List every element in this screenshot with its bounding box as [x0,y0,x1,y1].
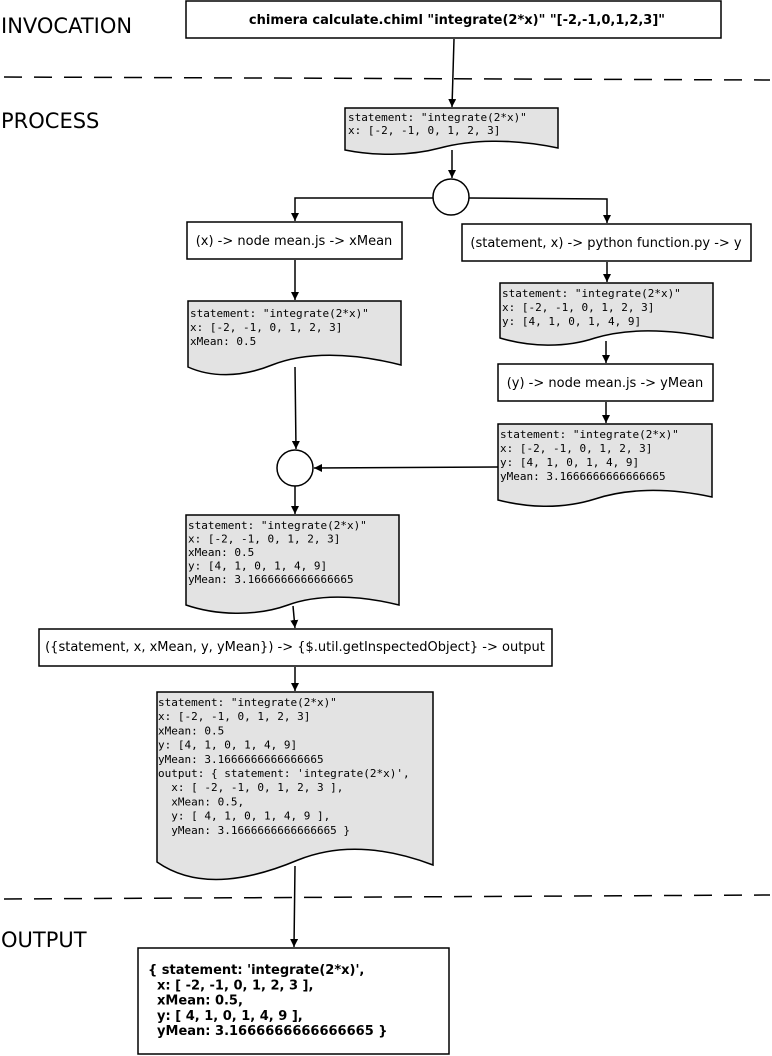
state-text-1: statement: "integrate(2*x)"x: [-2, -1, 0… [348,111,527,137]
final-output-box [137,947,450,1055]
process-node-mean-x [186,221,403,260]
state-document-4 [497,423,713,507]
text-line: output: { statement: 'integrate(2*x)', [158,767,410,780]
section-label-process: PROCESS [1,109,99,133]
process-node-mean-y [497,363,714,402]
state-document-6 [156,691,434,881]
fork-node [432,178,470,216]
state-text-6: statement: "integrate(2*x)"x: [-2, -1, 0… [158,696,410,837]
text-line: yMean: 3.1666666666666665 } [148,1024,388,1039]
state-text-5: statement: "integrate(2*x)"x: [-2, -1, 0… [188,519,367,586]
text-line: xMean: 0.5, [148,994,243,1009]
edge-state4-to-join [313,463,499,472]
text-line: y: [4, 1, 0, 1, 4, 9] [188,560,327,573]
section-label-invocation: INVOCATION [1,14,132,38]
state-text-3: statement: "integrate(2*x)"x: [-2, -1, 0… [502,287,681,328]
text-line: { statement: 'integrate(2*x)', [148,963,364,978]
section-label-output: OUTPUT [1,928,87,952]
text-line: xMean: 0.5 [190,335,256,348]
text-line: statement: "integrate(2*x)" [158,696,337,709]
text-line: yMean: 3.1666666666666665 [158,753,324,766]
text-line: y: [4, 1, 0, 1, 4, 9] [500,456,639,469]
state-document-5 [185,514,400,614]
text-line: yMean: 3.1666666666666665 } [158,824,350,837]
state-text-2: statement: "integrate(2*x)"x: [-2, -1, 0… [190,307,369,348]
text-line: x: [-2, -1, 0, 1, 2, 3] [188,533,340,546]
text-line: statement: "integrate(2*x)" [190,307,369,320]
separator-invocation-process [3,76,771,81]
edge-state5-to-inspect [290,605,299,629]
process-label-inspect: ({statement, x, xMean, y, yMean}) -> {$.… [45,640,545,655]
state-document-1 [344,107,559,155]
state-document-3 [499,282,714,346]
final-output-text: { statement: 'integrate(2*x)', x: [ -2, … [148,963,388,1039]
text-line: statement: "integrate(2*x)" [500,428,679,441]
edge-fork-to-python-function [468,197,611,223]
text-line: x: [-2, -1, 0, 1, 2, 3] [190,321,342,334]
text-line: statement: "integrate(2*x)" [502,287,681,300]
edge-invocation-to-state1 [448,38,457,108]
state-text-4: statement: "integrate(2*x)"x: [-2, -1, 0… [500,428,679,483]
text-line: xMean: 0.5 [188,546,254,559]
edge-state2-to-join [291,366,300,450]
text-line: x: [-2, -1, 0, 1, 2, 3] [158,710,310,723]
text-line: x: [-2, -1, 0, 1, 2, 3] [348,124,500,137]
text-line: statement: "integrate(2*x)" [188,519,367,532]
text-line: statement: "integrate(2*x)" [348,111,527,124]
separator-process-output [3,894,771,900]
text-line: y: [4, 1, 0, 1, 4, 9] [502,315,641,328]
process-inspect [38,628,553,667]
join-node [276,449,314,487]
text-line: y: [4, 1, 0, 1, 4, 9] [158,739,297,752]
text-line: y: [ 4, 1, 0, 1, 4, 9 ], [158,810,330,823]
invocation-command: chimera calculate.chiml "integrate(2*x)"… [249,13,665,28]
text-line: x: [ -2, -1, 0, 1, 2, 3 ], [158,781,343,794]
text-line: xMean: 0.5, [158,795,244,808]
text-line: x: [ -2, -1, 0, 1, 2, 3 ], [148,978,313,993]
text-line: y: [ 4, 1, 0, 1, 4, 9 ], [148,1009,303,1024]
text-line: x: [-2, -1, 0, 1, 2, 3] [500,442,652,455]
process-label-node-mean-x: (x) -> node mean.js -> xMean [196,234,393,249]
process-label-python-function: (statement, x) -> python function.py -> … [470,236,742,251]
text-line: xMean: 0.5 [158,724,224,737]
text-line: x: [-2, -1, 0, 1, 2, 3] [502,301,654,314]
process-python-function [461,223,752,262]
invocation-box [185,0,722,39]
text-line: yMean: 3.1666666666666665 [188,573,354,586]
edge-fork-to-node-mean-x [291,197,433,221]
edge-state6-to-output [290,865,299,948]
text-line: yMean: 3.1666666666666665 [500,470,666,483]
process-label-node-mean-y: (y) -> node mean.js -> yMean [507,376,704,391]
state-document-2 [187,300,402,376]
